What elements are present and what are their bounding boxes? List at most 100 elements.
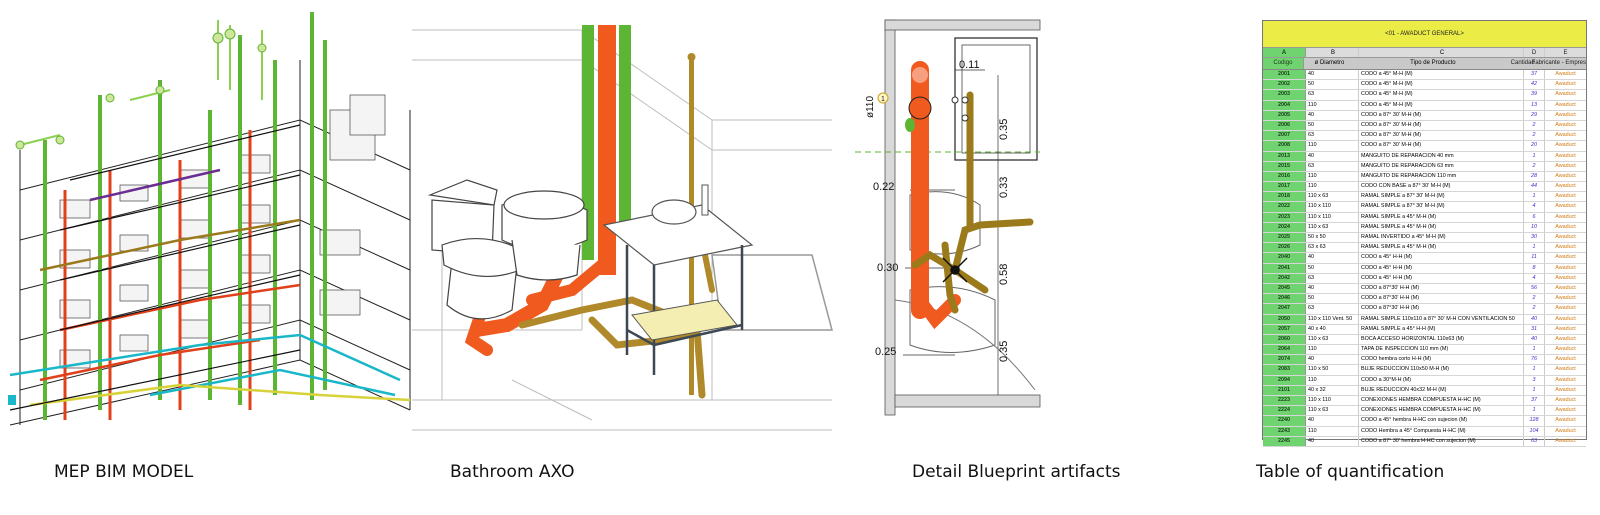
cell-diametro: 110 x 110: [1306, 212, 1359, 222]
cell-tipo-producto: CODO hembra corto H-H (M): [1359, 355, 1524, 365]
table-header: Codigo ø Diametro Tipo de Producto Canti…: [1263, 58, 1586, 70]
cell-codigo: 2050: [1263, 314, 1306, 324]
cell-cantidad: 4: [1524, 202, 1545, 212]
cell-codigo: 2224: [1263, 406, 1306, 416]
cell-fabricante: Awaduct: [1555, 295, 1576, 302]
cell-diametro: 110: [1306, 100, 1359, 110]
cell-tipo-producto: CODO a 30°M-H (M): [1359, 375, 1524, 385]
cell-fabricante: Awaduct: [1555, 427, 1576, 434]
cell-fabricante: Awaduct: [1555, 397, 1576, 403]
cell-codigo: 2240: [1263, 416, 1306, 426]
cell-tipo-producto: CODO a 45° H-H (M): [1359, 263, 1524, 273]
cell-tipo-producto: CONEXIONES HEMBRA COMPUESTA H-HC (M): [1359, 406, 1524, 416]
cell-diametro: 110 x 50: [1306, 365, 1359, 375]
cell-diametro: 110: [1306, 375, 1359, 385]
cell-tipo-producto: CODO Hembra a 45° Compuesta H-HC (M): [1359, 426, 1524, 436]
cell-diametro: 110: [1306, 141, 1359, 151]
column-letters: A B C D E: [1263, 48, 1586, 58]
cell-codigo: 2023: [1263, 212, 1306, 222]
cell-codigo: 2245: [1263, 436, 1306, 446]
detail-blueprint-panel: 0.11 0.35 0.22 0.33 0.30 0.58 0.25 0.35 …: [855, 0, 1041, 440]
cell-codigo: 2003: [1263, 90, 1306, 100]
cell-tipo-producto: CODO a 45° M-H (M): [1359, 80, 1524, 90]
cell-diametro: 63 x 63: [1306, 243, 1359, 253]
cell-diametro: 40 x 40: [1306, 324, 1359, 334]
cell-codigo: 2006: [1263, 120, 1306, 131]
section-tag: [877, 92, 889, 104]
cell-diametro: 40: [1306, 70, 1359, 80]
cell-cantidad: 1: [1524, 385, 1545, 395]
cell-diametro: 110 x 63: [1306, 222, 1359, 232]
cell-fabricante: Awaduct: [1555, 172, 1576, 179]
cell-codigo: 2004: [1263, 100, 1306, 110]
cell-diametro: 40: [1306, 416, 1359, 426]
caption-detail-blueprint: Detail Blueprint artifacts: [912, 462, 1121, 482]
cell-cantidad: 1: [1524, 151, 1545, 161]
cell-diametro: 110 x 110: [1306, 396, 1359, 406]
cell-cantidad: 30: [1524, 233, 1545, 243]
cell-fabricante: Awaduct: [1555, 244, 1576, 251]
header-tipo-producto: Tipo de Producto: [1354, 58, 1511, 69]
cell-diametro: 110 x 110 Vent. 50: [1306, 314, 1359, 324]
cell-diametro: 63: [1306, 273, 1359, 283]
bathroom-axo-drawing: [412, 25, 833, 431]
cell-codigo: 2040: [1263, 253, 1306, 263]
dim-0-35-bottom: 0.35: [998, 341, 1010, 362]
cell-diametro: 110: [1306, 345, 1359, 355]
header-codigo: Codigo: [1263, 58, 1304, 69]
cell-tipo-producto: CODO a 87°30' H-H (M): [1359, 294, 1524, 304]
cell-cantidad: 1: [1524, 365, 1545, 375]
cell-cantidad: 128: [1524, 416, 1545, 426]
cell-diametro: 63: [1306, 161, 1359, 171]
section-tag-label: 1: [881, 96, 885, 103]
cell-cantidad: 29: [1524, 110, 1545, 120]
col-letter-e: E: [1563, 50, 1568, 56]
cell-tipo-producto: CODO a 45° M-H (M): [1359, 90, 1524, 100]
cell-tipo-producto: RAMAL SIMPLE 110x110 a 87° 30' M-H CON V…: [1359, 314, 1524, 324]
cell-cantidad: 1: [1524, 243, 1545, 253]
cell-fabricante: Awaduct: [1555, 203, 1576, 210]
cell-diametro: 110 x 63: [1306, 334, 1359, 345]
cell-cantidad: 4: [1524, 273, 1545, 283]
cell-diametro: 110 x 110: [1306, 202, 1359, 212]
cell-diametro: 110: [1306, 171, 1359, 182]
cell-tipo-producto: CODO a 45° hembra H-HC con sujecion (M): [1359, 416, 1524, 426]
cell-tipo-producto: MANGUITO DE REPARACION 40 mm: [1359, 151, 1524, 161]
cell-diametro: 40: [1306, 355, 1359, 365]
detail-blueprint-drawing: 0.11 0.35 0.22 0.33 0.30 0.58 0.25 0.35 …: [855, 19, 1041, 416]
cell-fabricante: Awaduct: [1555, 386, 1576, 393]
dim-0-58: 0.58: [998, 264, 1010, 285]
cell-diametro: 110 x 63: [1306, 192, 1359, 202]
cell-diametro: 40: [1306, 151, 1359, 161]
cell-cantidad: 44: [1524, 182, 1545, 192]
cell-diametro: 50: [1306, 80, 1359, 90]
cell-tipo-producto: RAMAL SIMPLE a 87° 30' M-H (M): [1359, 202, 1524, 212]
cell-cantidad: 37: [1524, 70, 1545, 80]
cell-codigo: 2046: [1263, 294, 1306, 304]
cell-diametro: 50: [1306, 294, 1359, 304]
cell-fabricante: Awaduct: [1555, 162, 1576, 169]
cell-cantidad: 13: [1524, 100, 1545, 110]
cell-fabricante: Awaduct: [1555, 101, 1576, 108]
cell-tipo-producto: CODO a 45° M-H (M): [1359, 100, 1524, 110]
cell-fabricante: Awaduct: [1555, 325, 1576, 332]
caption-mep-bim-model: MEP BIM MODEL: [54, 462, 194, 482]
